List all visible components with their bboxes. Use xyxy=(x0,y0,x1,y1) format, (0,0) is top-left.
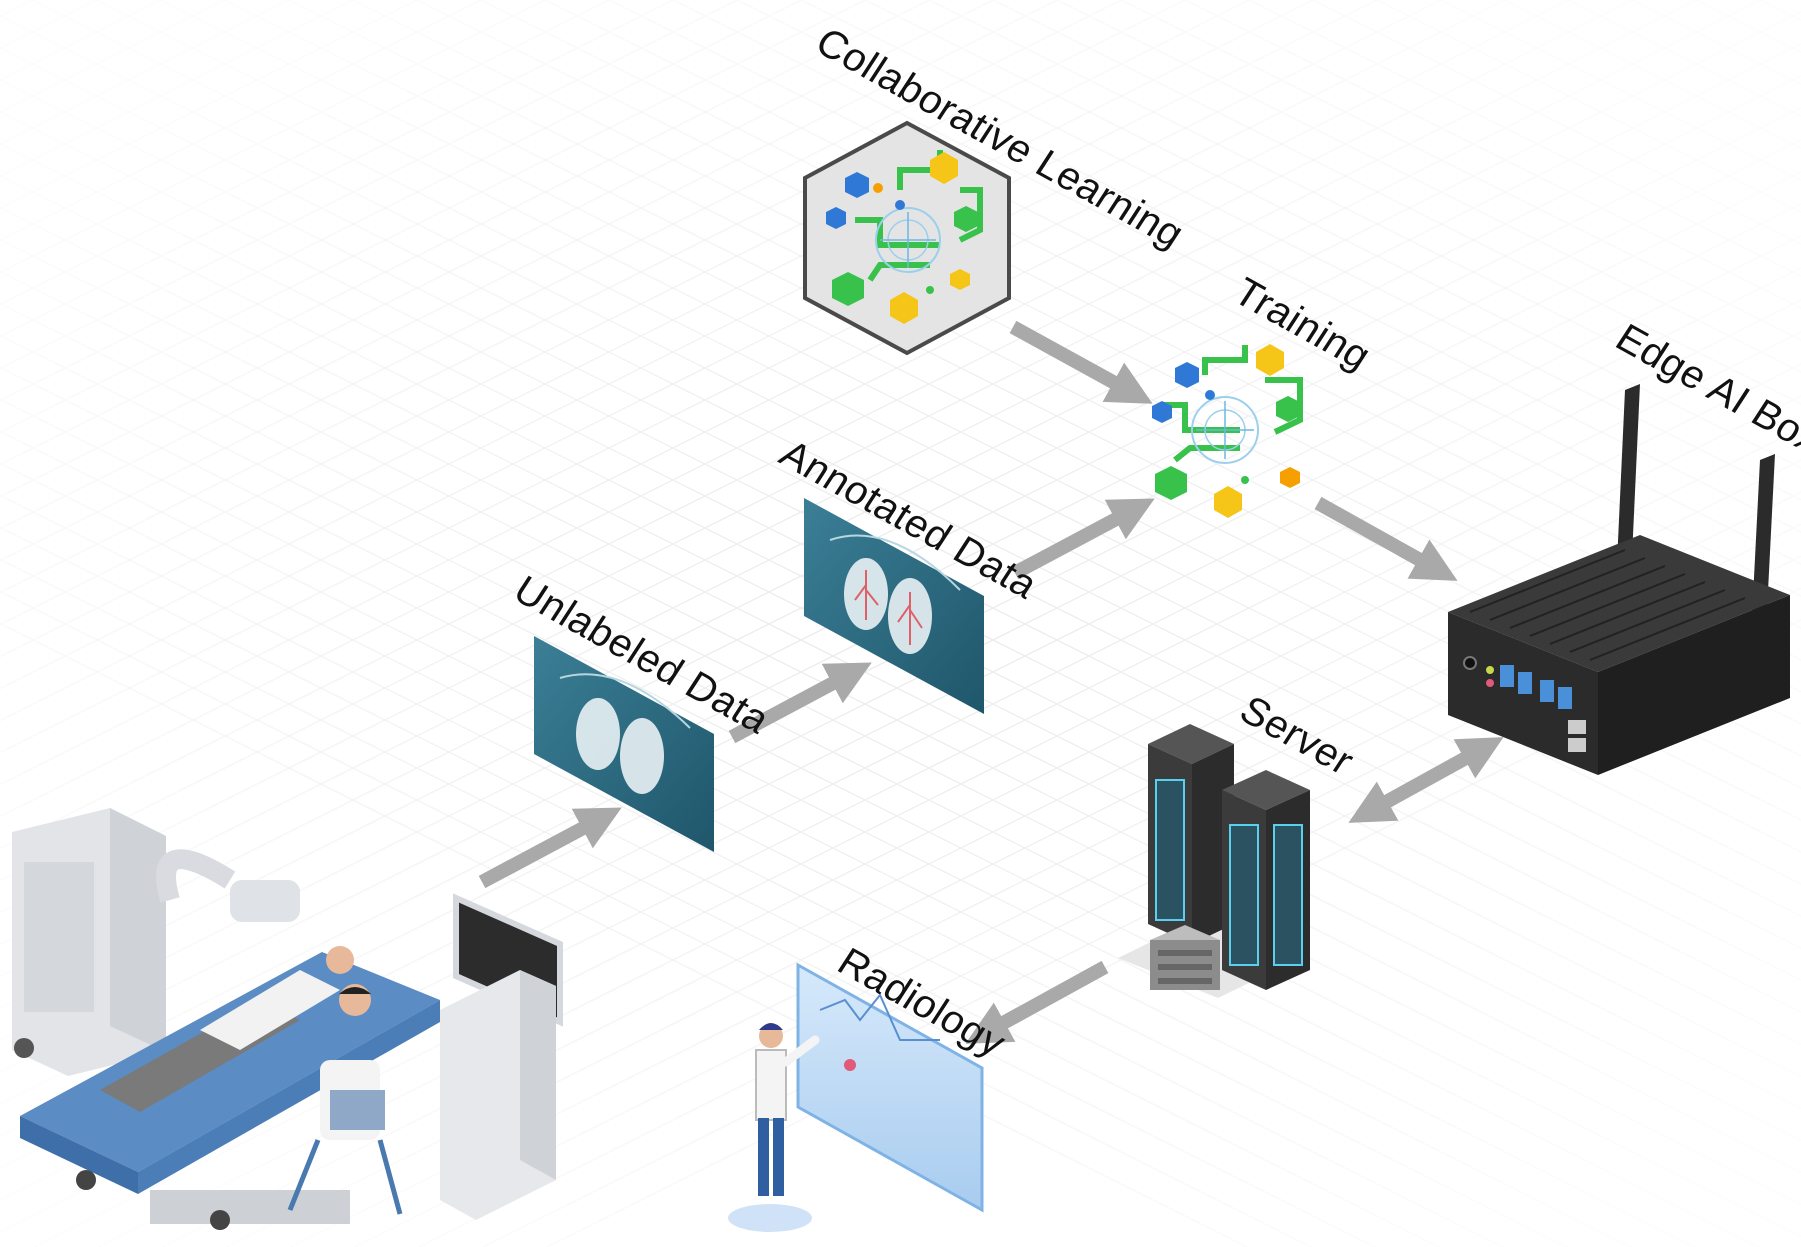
io-ports xyxy=(1463,656,1586,752)
server-rack-icon xyxy=(1118,724,1310,998)
annotated-xray-icon xyxy=(804,498,984,714)
edge-ai-box-icon xyxy=(1448,384,1790,775)
arrow-server-edgebox xyxy=(1348,737,1504,823)
arrow-collab-to-training xyxy=(1009,320,1153,404)
unlabeled-xray-icon xyxy=(534,636,714,852)
arrow-scanner-to-unlabeled xyxy=(478,807,622,889)
arrow-unlabeled-to-annotated xyxy=(728,662,872,744)
cubes xyxy=(826,152,978,324)
arrow-server-to-radiology xyxy=(965,960,1109,1044)
flow-arrows xyxy=(478,320,1504,1044)
arrow-training-to-edgebox xyxy=(1314,496,1458,581)
ct-scanner-scene-icon xyxy=(12,808,563,1230)
collaborative-learning-network-icon xyxy=(803,120,1011,356)
arrow-annotated-to-training xyxy=(1011,498,1155,580)
training-network-icon xyxy=(1152,344,1303,518)
radiology-doctor-icon xyxy=(728,962,984,1232)
